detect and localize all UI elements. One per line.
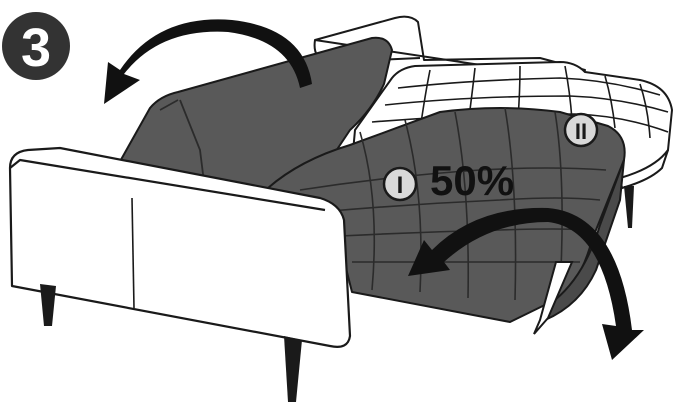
- metal-bracket: [533, 261, 574, 335]
- rotate-back-arrow-icon: [104, 19, 312, 104]
- marker-one-label: I: [397, 172, 404, 199]
- rotate-seat-arrow-icon: [408, 207, 644, 360]
- rear-right-leg: [624, 186, 634, 228]
- marker-two: II: [563, 112, 599, 148]
- left-armrest: [8, 146, 352, 348]
- percentage-label: 50%: [430, 157, 514, 204]
- marker-one: I: [382, 166, 418, 202]
- step-badge: 3: [2, 12, 70, 80]
- marker-two-label: II: [575, 119, 587, 144]
- seat-cushion: [267, 107, 626, 323]
- front-right-leg: [284, 336, 302, 402]
- front-left-leg: [40, 284, 56, 326]
- step-number: 3: [21, 18, 51, 78]
